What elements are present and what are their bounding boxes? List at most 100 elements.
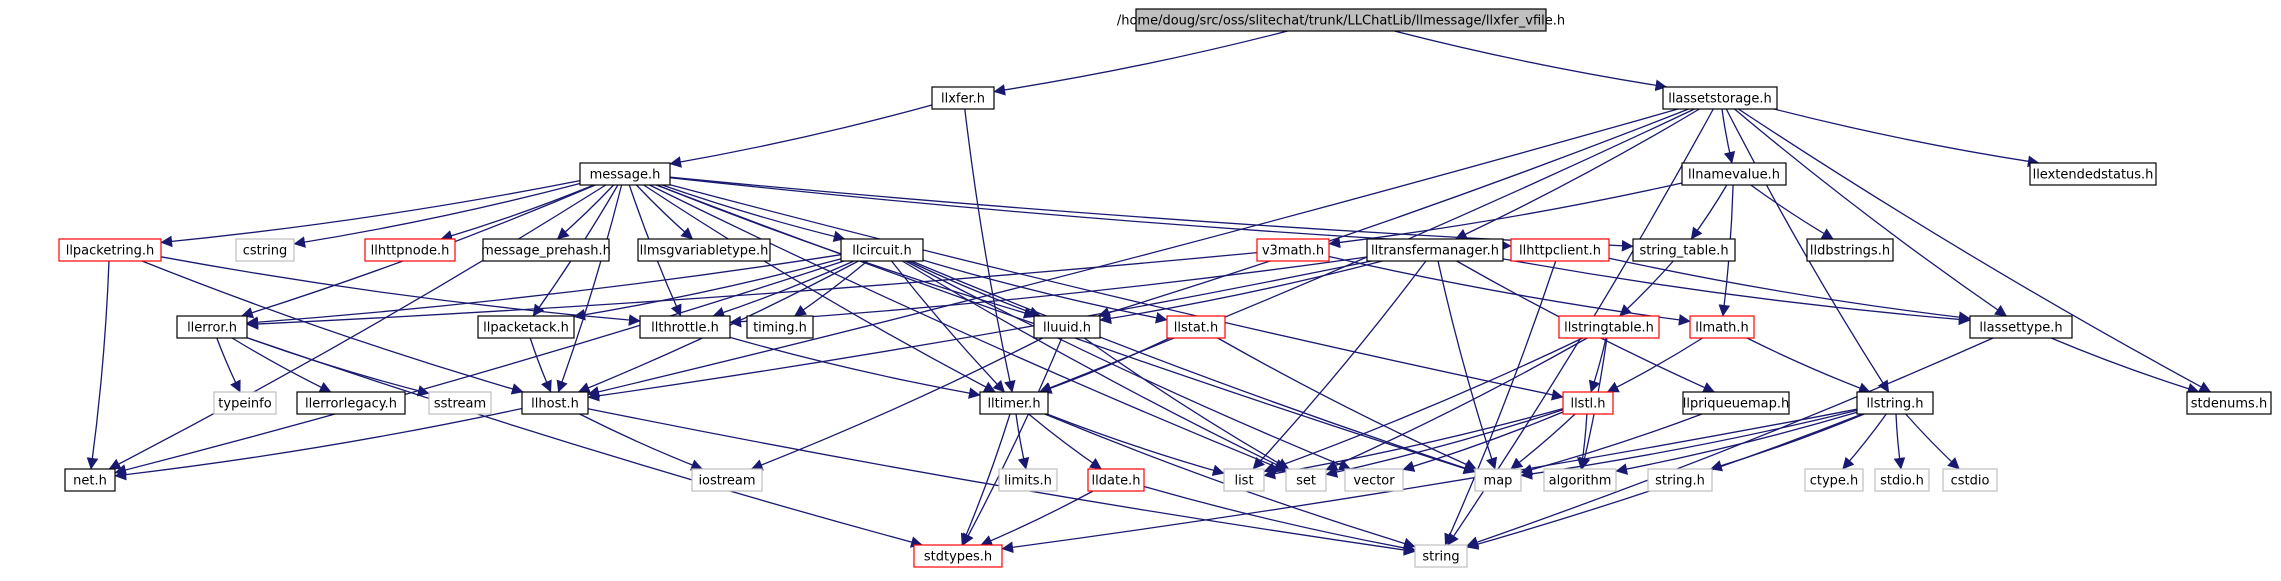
edge-llhost-to-net — [114, 407, 523, 481]
node-list[interactable]: list — [1223, 468, 1265, 492]
node-llcircuit-h[interactable]: llcircuit.h — [840, 238, 924, 262]
node-box — [1632, 238, 1736, 262]
edge-llassetstorage-to-llhost — [587, 108, 1679, 398]
node-box — [1806, 238, 1894, 262]
edge-llmath-to-llstl — [1606, 337, 1703, 393]
edge-message-to-llhttpclient — [669, 177, 1512, 252]
node-llhttpclient-h[interactable]: llhttpclient.h — [1510, 238, 1610, 262]
node-map[interactable]: map — [1474, 468, 1522, 492]
node-algorithm[interactable]: algorithm — [1543, 468, 1617, 492]
node-llnamevalue-h[interactable]: llnamevalue.h — [1681, 162, 1787, 186]
node-box — [1942, 468, 1998, 492]
node-lltimer-h[interactable]: lltimer.h — [979, 391, 1049, 415]
edge-llstl-to-vector — [1402, 411, 1564, 472]
node-llassetstorage-h[interactable]: llassetstorage.h — [1662, 86, 1778, 110]
node-label: vector — [1353, 474, 1395, 489]
edge-message-to-net — [108, 184, 607, 470]
edge-lluuid-to-set — [1083, 337, 1290, 470]
node-llxfer-h[interactable]: llxfer.h — [931, 86, 995, 110]
node-lluuid-h[interactable]: lluuid.h — [1033, 315, 1101, 339]
node-box — [482, 238, 610, 262]
node-llstl-h[interactable]: llstl.h — [1562, 391, 1614, 415]
node-label: llerrorlegacy.h — [305, 397, 397, 412]
node-cstring[interactable]: cstring — [235, 238, 295, 262]
node-cstdio[interactable]: cstdio — [1942, 468, 1998, 492]
node-box — [1474, 468, 1522, 492]
node-sstream[interactable]: sstream — [428, 391, 492, 415]
edge-llassettype-to-stdenums — [2050, 337, 2200, 395]
node-llstringtable-h[interactable]: llstringtable.h — [1558, 315, 1660, 339]
node-string[interactable]: string — [1414, 544, 1468, 568]
node-llmsgvariabletype-h[interactable]: llmsgvariabletype.h — [637, 238, 771, 262]
edge-llpacketring-to-llhost — [141, 260, 524, 395]
node-llthrottle-h[interactable]: llthrottle.h — [639, 315, 731, 339]
edge-llstringtable-to-set — [1325, 337, 1588, 471]
node-message-h[interactable]: message.h — [579, 162, 671, 186]
node-llerrorlegacy-h[interactable]: llerrorlegacy.h — [296, 391, 406, 415]
node-message-prehash-h[interactable]: message_prehash.h — [481, 238, 611, 262]
node-llpacketring-h[interactable]: llpacketring.h — [58, 238, 162, 262]
node-label: llerror.h — [187, 321, 237, 336]
edge-lltimer-to-list — [1046, 413, 1225, 476]
node-box — [1662, 86, 1778, 110]
node-box — [213, 391, 277, 415]
edge-message-to-message_prehash — [556, 184, 615, 240]
edge-llhost-to-iostream — [579, 413, 703, 471]
node-label: map — [1484, 474, 1513, 489]
node-label: llcircuit.h — [852, 244, 912, 259]
edge-llcircuit-to-llpacketack — [573, 258, 842, 321]
node-box — [296, 391, 406, 415]
node-net-h[interactable]: net.h — [64, 468, 116, 492]
node-llpacketack-h[interactable]: llpacketack.h — [477, 315, 575, 339]
node-llstring-h[interactable]: llstring.h — [1856, 391, 1934, 415]
node-box — [1543, 468, 1617, 492]
node-v3math-h[interactable]: v3math.h — [1256, 238, 1330, 262]
node-llhttpnode-h[interactable]: llhttpnode.h — [364, 238, 456, 262]
node-iostream[interactable]: iostream — [691, 468, 763, 492]
node-llhost-h[interactable]: llhost.h — [521, 391, 589, 415]
node-label: iostream — [698, 474, 755, 489]
node-label: lldate.h — [1092, 474, 1141, 489]
node-box — [1135, 8, 1547, 32]
node-llerror-h[interactable]: llerror.h — [176, 315, 248, 339]
node-box — [1969, 315, 2073, 339]
edge-message-to-llmsgvariabletype — [635, 184, 694, 240]
node-typeinfo[interactable]: typeinfo — [213, 391, 277, 415]
edge-llassetstorage-to-llextendedstatus — [1773, 108, 2040, 168]
node-label: llnamevalue.h — [1688, 168, 1780, 183]
node-lltransfermanager-h[interactable]: lltransfermanager.h — [1366, 238, 1504, 262]
node-box — [1689, 315, 1755, 339]
node-box — [2029, 162, 2157, 186]
node-string-table-h[interactable]: string_table.h — [1632, 238, 1736, 262]
node-stdtypes-h[interactable]: stdtypes.h — [913, 544, 1003, 568]
node-box — [913, 544, 1003, 568]
node-label: llmsgvariabletype.h — [640, 244, 769, 259]
node-box — [1223, 468, 1265, 492]
node-vector[interactable]: vector — [1344, 468, 1404, 492]
node-llmath-h[interactable]: llmath.h — [1689, 315, 1755, 339]
node-lldbstrings-h[interactable]: lldbstrings.h — [1806, 238, 1894, 262]
edge-lluuid-to-iostream — [750, 337, 1043, 471]
edge-llassetstorage-to-llassettype — [1734, 108, 2007, 317]
node-set[interactable]: set — [1285, 468, 1327, 492]
node-stdio-h[interactable]: stdio.h — [1874, 468, 1930, 492]
node-lldate-h[interactable]: lldate.h — [1087, 468, 1145, 492]
node-limits-h[interactable]: limits.h — [998, 468, 1058, 492]
node-home-doug-src-oss-slitechat-trunk-llchatlib-llmessage-llxfer-vfile-h[interactable]: /home/doug/src/oss/slitechat/trunk/LLCha… — [1117, 8, 1565, 32]
edge-llstringtable-to-llstl — [1588, 337, 1607, 393]
edge-llpacketring-to-llthrottle — [160, 256, 641, 326]
node-string-h[interactable]: string.h — [1647, 468, 1713, 492]
node-llassettype-h[interactable]: llassettype.h — [1969, 315, 2073, 339]
edge-message-to-string_table — [669, 176, 1634, 252]
node-llextendedstatus-h[interactable]: llextendedstatus.h — [2029, 162, 2157, 186]
edge-message-to-lltimer — [643, 184, 996, 393]
node-ctype-h[interactable]: ctype.h — [1804, 468, 1864, 492]
node-box — [1256, 238, 1330, 262]
edge-lldate-to-stdtypes — [980, 490, 1094, 547]
node-llpriqueuemap-h[interactable]: llpriqueuemap.h — [1682, 391, 1790, 415]
node-box — [235, 238, 295, 262]
node-llstat-h[interactable]: llstat.h — [1166, 315, 1226, 339]
edge-llnamevalue-to-string_table — [1690, 184, 1728, 240]
node-timing-h[interactable]: timing.h — [746, 315, 814, 339]
node-stdenums-h[interactable]: stdenums.h — [2186, 391, 2272, 415]
